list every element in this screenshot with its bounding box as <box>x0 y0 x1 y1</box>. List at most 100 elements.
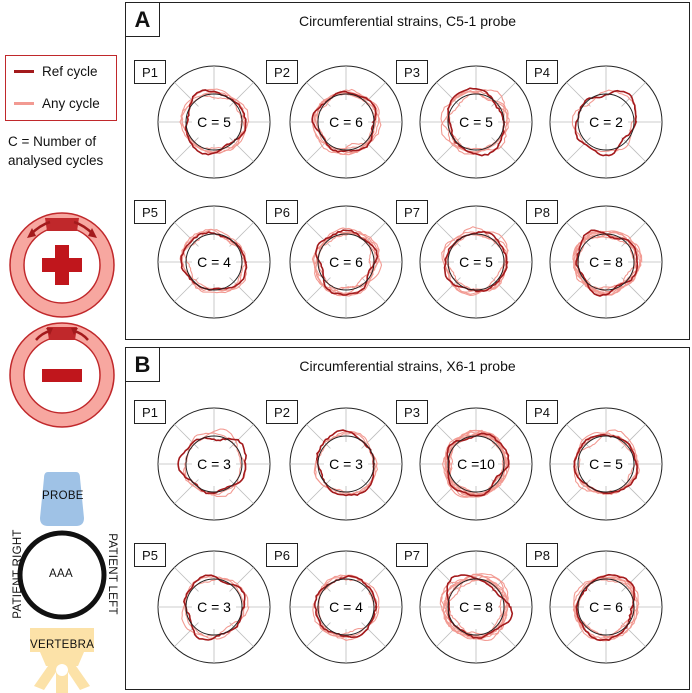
baseline-circle <box>447 93 505 151</box>
any-cycle-curve <box>311 231 380 292</box>
cycles-count-label: C = 5 <box>459 114 493 130</box>
polar-spoke <box>491 277 516 302</box>
polar-plot: C = 3 <box>157 550 271 664</box>
any-cycle-curve <box>443 231 509 295</box>
patient-label: P1 <box>134 60 166 84</box>
ref-cycle-curve <box>575 573 636 642</box>
cycles-note: C = Number of analysed cycles <box>8 134 104 168</box>
positive-strain-ring-icon <box>9 212 115 318</box>
baseline-circle <box>577 93 635 151</box>
patient-label: P7 <box>396 200 428 224</box>
baseline-circle <box>317 93 375 151</box>
patient-label: P6 <box>266 543 298 567</box>
polar-spoke <box>621 137 646 162</box>
baseline-circle <box>317 233 375 291</box>
polar-plot: C = 2 <box>549 65 663 179</box>
any-cycle-curve <box>180 91 245 153</box>
ref-cycle-swatch <box>14 69 34 73</box>
panel-a-letter: A <box>126 3 160 37</box>
ref-cycle-curve <box>313 574 378 639</box>
baseline-circle <box>447 435 505 493</box>
polar-spoke <box>566 82 591 107</box>
polar-spoke <box>229 82 254 107</box>
any-cycle-curve <box>440 91 508 151</box>
vertebra-icon <box>30 628 94 693</box>
patient-label: P4 <box>526 400 558 424</box>
any-cycle-swatch <box>14 101 34 105</box>
patient-label: P5 <box>134 543 166 567</box>
ref-cycle-curve <box>443 230 509 293</box>
schematic <box>9 212 115 693</box>
baseline-circle <box>447 578 505 636</box>
vertebra-label: VERTEBRA <box>30 639 95 651</box>
polar-spoke <box>306 479 331 504</box>
ref-cycle-curve <box>446 432 510 497</box>
aaa-ring-icon <box>17 530 107 620</box>
polar-plot: C = 3 <box>289 407 403 521</box>
patient-label: P8 <box>526 543 558 567</box>
polar-plot: C = 6 <box>549 550 663 664</box>
ref-cycle-curve <box>447 87 506 157</box>
patient-label: P4 <box>526 60 558 84</box>
ref-cycle-curve <box>573 433 638 495</box>
polar-spoke <box>174 137 199 162</box>
baseline-circle <box>577 233 635 291</box>
panel-b-letter: B <box>126 348 160 382</box>
polar-plot: C = 8 <box>549 205 663 319</box>
cycles-count-label: C = 3 <box>197 456 231 472</box>
patient-label: P2 <box>266 400 298 424</box>
cycles-count-label: C = 6 <box>329 114 363 130</box>
negative-strain-ring-icon <box>9 322 115 428</box>
ref-cycle-curve <box>574 89 638 157</box>
cycles-count-label: C = 5 <box>589 456 623 472</box>
polar-spoke <box>174 277 199 302</box>
polar-spoke <box>436 222 461 247</box>
polar-plot: C = 6 <box>289 205 403 319</box>
cycles-count-label: C =10 <box>457 456 495 472</box>
legend-ref-label: Ref cycle <box>42 63 98 79</box>
polar-plot: C = 5 <box>419 205 533 319</box>
aaa-label: AAA <box>49 568 73 580</box>
panel-a: A Circumferential strains, C5-1 probe P1… <box>125 2 690 340</box>
polar-spoke <box>306 222 331 247</box>
polar-spoke <box>229 622 254 647</box>
any-cycle-curve <box>313 430 377 495</box>
polar-plot: C = 8 <box>419 550 533 664</box>
patient-label: P3 <box>396 60 428 84</box>
patient-label: P6 <box>266 200 298 224</box>
polar-plot: C = 4 <box>157 205 271 319</box>
cycles-count-label: C = 5 <box>197 114 231 130</box>
patient-label: P2 <box>266 60 298 84</box>
baseline-circle <box>317 578 375 636</box>
ref-cycle-curve <box>311 90 377 153</box>
any-cycle-curve <box>440 89 505 154</box>
polar-spoke <box>361 137 386 162</box>
cycles-count-label: C = 2 <box>589 114 623 130</box>
polar-plot: C =10 <box>419 407 533 521</box>
polar-plot: C = 4 <box>289 550 403 664</box>
patient-right-label: PATIENT RIGHT <box>12 529 24 619</box>
polar-spoke <box>621 479 646 504</box>
baseline-circle <box>185 435 243 493</box>
any-cycle-curve <box>571 89 637 153</box>
polar-spoke <box>361 622 386 647</box>
polar-spoke <box>306 622 331 647</box>
patient-label: P3 <box>396 400 428 424</box>
baseline-circle <box>577 435 635 493</box>
legend-any: Any cycle <box>14 94 100 112</box>
cycles-count-label: C = 4 <box>197 254 231 270</box>
patient-label: P7 <box>396 543 428 567</box>
cycles-count-label: C = 5 <box>459 254 493 270</box>
ref-cycle-curve <box>177 436 247 495</box>
cycles-count-label: C = 6 <box>329 254 363 270</box>
any-cycle-curve <box>182 228 247 294</box>
polar-plot: C = 5 <box>549 407 663 521</box>
cycles-count-label: C = 8 <box>589 254 623 270</box>
legend-any-label: Any cycle <box>42 95 100 111</box>
polar-plot: C = 5 <box>419 65 533 179</box>
polar-spoke <box>174 567 199 592</box>
baseline-circle <box>577 578 635 636</box>
ref-cycle-curve <box>575 229 639 297</box>
baseline-circle <box>317 435 375 493</box>
baseline-circle <box>447 233 505 291</box>
